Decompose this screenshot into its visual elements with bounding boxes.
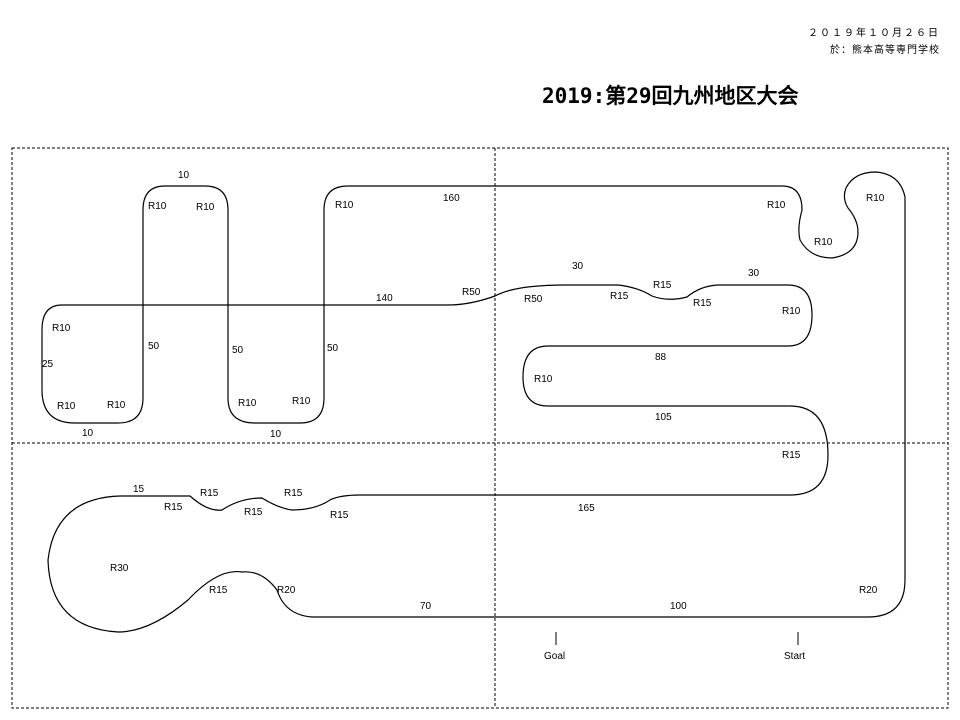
radius-label: R15 bbox=[653, 280, 672, 291]
dim-label: 30 bbox=[572, 261, 584, 272]
radius-label: R50 bbox=[524, 294, 543, 305]
event-date: ２０１９年１０月２６日 bbox=[808, 28, 940, 39]
dim-label: 50 bbox=[148, 341, 160, 352]
goal-label: Goal bbox=[544, 651, 565, 662]
dim-label: 25 bbox=[42, 359, 54, 370]
dim-label: 88 bbox=[655, 352, 667, 363]
radius-label: R20 bbox=[277, 585, 296, 596]
dim-label: 100 bbox=[670, 601, 687, 612]
radius-label: R15 bbox=[610, 291, 629, 302]
dim-label: 50 bbox=[327, 343, 339, 354]
dim-label: 160 bbox=[443, 193, 460, 204]
radius-label: R15 bbox=[244, 507, 263, 518]
radius-label: R10 bbox=[148, 201, 167, 212]
radius-label: R10 bbox=[52, 323, 71, 334]
radius-label: R15 bbox=[782, 450, 801, 461]
dim-label: 10 bbox=[82, 428, 94, 439]
dim-label: 15 bbox=[133, 484, 145, 495]
dim-label: 70 bbox=[420, 601, 432, 612]
radius-label: R10 bbox=[782, 306, 801, 317]
radius-label: R10 bbox=[814, 237, 833, 248]
radius-label: R10 bbox=[238, 398, 257, 409]
radius-label: R10 bbox=[767, 200, 786, 211]
course-line bbox=[41, 171, 906, 633]
radius-label: R10 bbox=[866, 193, 885, 204]
radius-label: R15 bbox=[200, 488, 219, 499]
event-venue: 於：熊本高等専門学校 bbox=[830, 45, 940, 56]
radius-label: R10 bbox=[534, 374, 553, 385]
radius-label: R10 bbox=[292, 396, 311, 407]
dim-label: 105 bbox=[655, 412, 672, 423]
radius-label: R15 bbox=[209, 585, 228, 596]
radius-label: R10 bbox=[335, 200, 354, 211]
dim-label: 165 bbox=[578, 503, 595, 514]
radius-label: R10 bbox=[57, 401, 76, 412]
page-title: 2019:第29回九州地区大会 bbox=[542, 84, 799, 108]
radius-label: R20 bbox=[859, 585, 878, 596]
dim-label: 10 bbox=[270, 429, 282, 440]
radius-label: R15 bbox=[693, 298, 712, 309]
radius-label: R10 bbox=[196, 202, 215, 213]
radius-label: R10 bbox=[107, 400, 126, 411]
dim-label: 30 bbox=[748, 268, 760, 279]
start-label: Start bbox=[784, 651, 805, 662]
radius-label: R50 bbox=[462, 287, 481, 298]
field-border bbox=[11, 147, 949, 709]
dim-label: 50 bbox=[232, 345, 244, 356]
dim-label: 140 bbox=[376, 293, 393, 304]
dim-label: 10 bbox=[178, 170, 190, 181]
radius-label: R15 bbox=[284, 488, 303, 499]
radius-label: R30 bbox=[110, 563, 129, 574]
radius-label: R15 bbox=[330, 510, 349, 521]
radius-label: R15 bbox=[164, 502, 183, 513]
